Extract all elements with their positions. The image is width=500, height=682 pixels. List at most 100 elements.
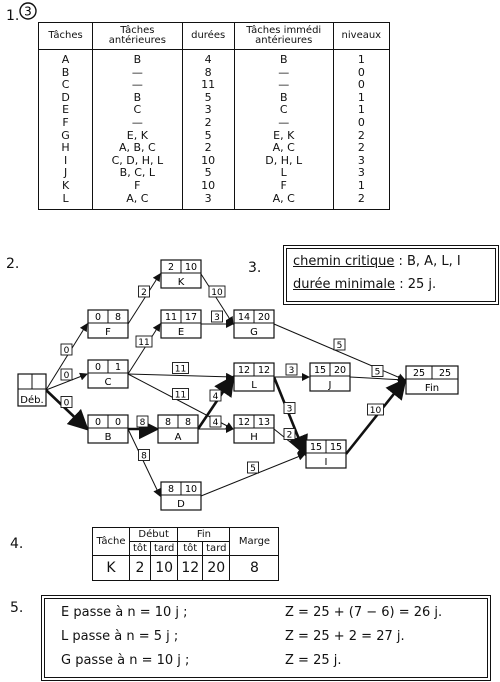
section-4-number: 4. (10, 536, 24, 552)
task-table-cell: F (92, 179, 183, 193)
section-5-number: 5. (10, 600, 24, 616)
task-table-header: Tâches Tâches antérieures durées Tâches … (37, 22, 391, 50)
margin-header-debut-tot: tôt (129, 541, 151, 556)
edge-weight-box (60, 343, 73, 356)
edge-A-L (196, 374, 235, 430)
edge-weight-box (60, 396, 73, 408)
edge-weight-label: 5 (337, 341, 343, 351)
node-early-date: 2 (168, 262, 174, 273)
task-table-cell: 1 (332, 104, 391, 117)
edge-weight-label: 10 (211, 288, 223, 298)
task-table-cell: 5 (181, 91, 235, 105)
node-early-date: 0 (95, 417, 101, 428)
task-table-cell: E, K (233, 129, 334, 143)
node-task-label: L (251, 380, 257, 391)
task-table-cell: 5 (181, 167, 235, 180)
node-late-date: 15 (330, 442, 342, 453)
node-late-date: 1 (115, 362, 121, 373)
part5-formula-1: Z = 25 + (7 − 6) = 26 j. (285, 605, 443, 620)
task-table-cell: 0 (332, 79, 391, 92)
part5-formula-2: Z = 25 + 2 = 27 j. (285, 629, 405, 644)
edge-weight-box (138, 285, 150, 298)
task-table-cell: 10 (181, 179, 235, 193)
task-table-cell: B, C, L (92, 167, 183, 180)
task-table: Tâches Tâches antérieures durées Tâches … (37, 22, 391, 211)
node-late-date: 8 (115, 312, 121, 323)
node-late-date: 12 (258, 365, 270, 376)
edge-weight-label: 8 (141, 452, 147, 462)
header-durees: durées (181, 22, 235, 50)
node-late-date: 25 (439, 368, 451, 379)
edge-weight-label: 0 (64, 346, 70, 356)
part5-line-2: L passe à n = 5 j ; Z = 25 + 2 = 27 j. (61, 629, 405, 647)
task-table-cell: 2 (181, 142, 235, 155)
edge-weight-box (138, 449, 150, 461)
min-duration-value: : 25 j. (399, 277, 437, 292)
node-early-date: 0 (95, 312, 101, 323)
margin-cell-marge: 8 (229, 555, 280, 581)
edge-weight-label: 11 (175, 391, 186, 401)
task-table-row: B—8—0 (37, 66, 391, 80)
edge-weight-box (247, 461, 259, 474)
edge-I-Fin (344, 377, 407, 455)
edge-weight-label: 0 (64, 371, 70, 381)
node-late-date: 10 (185, 262, 197, 273)
node-late-date: 17 (185, 312, 197, 323)
margin-header-debut-tard: tard (149, 541, 179, 556)
margin-cell-task: K (92, 555, 130, 581)
margin-cell-debut-tot: 2 (129, 555, 151, 581)
edge-weight-label: 11 (175, 365, 186, 375)
task-table-cell: 1 (332, 91, 391, 105)
task-table-cell: 1 (332, 49, 391, 67)
task-table-cell: 5 (181, 129, 235, 143)
edge-weight-box (208, 285, 226, 298)
edge-weight-box (283, 428, 296, 440)
edge-weight-label: 4 (213, 392, 219, 402)
part5-line-3: G passe à n = 10 j ; Z = 25 j. (61, 653, 341, 671)
task-table-cell: A, C (92, 192, 183, 211)
margin-row: K 2 10 12 20 8 (92, 555, 280, 581)
header-niveaux: niveaux (332, 22, 391, 50)
header-taches-anterieures: Tâches antérieures (92, 22, 183, 50)
task-table-cell: 10 (181, 154, 235, 168)
node-early-date: 15 (314, 365, 326, 376)
min-duration-line: durée minimale : 25 j. (293, 277, 436, 292)
task-table-cell: C (92, 104, 183, 117)
edge-weight-label: 5 (250, 464, 256, 474)
node-early-date: 12 (238, 417, 250, 428)
node-early-date: 11 (165, 312, 177, 323)
task-table-row: C—11—0 (37, 79, 391, 92)
task-table-cell: 8 (181, 66, 235, 80)
part5-text-3: G passe à n = 10 j ; (61, 653, 190, 668)
edge-B-D (127, 428, 161, 497)
node-late-date: 10 (185, 484, 197, 495)
node-early-date: 25 (413, 368, 425, 379)
margin-cell-fin-tot: 12 (177, 555, 204, 581)
edge-weight-label: 3 (289, 366, 295, 376)
edge-L-I (272, 376, 308, 457)
node-task-label: F (105, 327, 111, 338)
task-table-cell: 2 (332, 142, 391, 155)
edge-weight-box (136, 415, 149, 428)
edge-weight-label: 3 (214, 313, 220, 323)
edge-weight-box (283, 402, 296, 414)
task-table-cell: D, H, L (233, 154, 334, 168)
task-table-cell: 3 (332, 167, 391, 180)
part5-box: E passe à n = 10 j ; Z = 25 + (7 − 6) = … (41, 595, 491, 681)
